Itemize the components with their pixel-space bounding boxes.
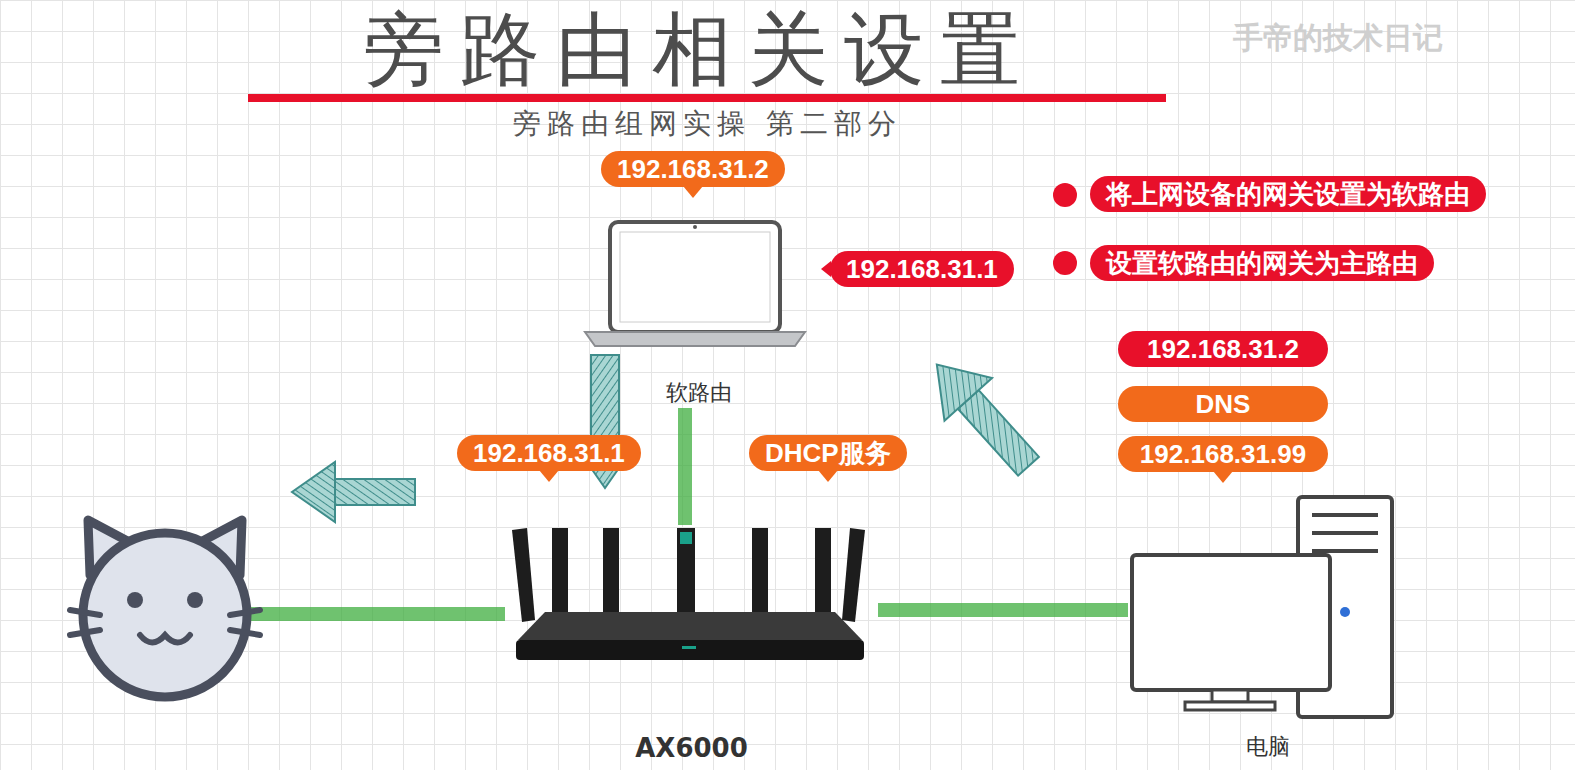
dns-tag: DNS [1118,386,1328,422]
cat-icon [70,520,260,697]
title: 旁路由相关设置 [364,2,1036,98]
network-wire [878,603,1128,617]
gateway-tag: 192.168.31.1 [830,251,1014,287]
service-tag: DHCP服务 [749,435,907,471]
watermark: 手帝的技术日记 [1233,18,1443,59]
tag-pointer [821,261,831,277]
computer: 电脑 [1128,490,1408,762]
step-note: 设置软路由的网关为主路由 [1090,245,1434,281]
flow-arrow [292,462,415,522]
node-label: AX6000 [505,731,878,765]
main-router: AX6000 [505,525,878,765]
network-wire [678,408,692,525]
ip-tag: 192.168.31.2 [601,151,785,187]
bullet-dot [1053,183,1077,207]
node-label: 电脑 [1128,732,1408,762]
tag-pointer [683,186,703,198]
ip-tag: 192.168.31.2 [1118,331,1328,367]
tag-pointer [1213,471,1233,483]
bullet-dot [1053,251,1077,275]
flow-arrow [913,343,1052,488]
computer-icon [1132,497,1392,717]
soft-router: 软路由 [585,218,813,408]
step-note: 将上网设备的网关设置为软路由 [1090,176,1486,212]
network-wire [250,607,505,621]
ip-tag: 192.168.31.99 [1118,436,1328,472]
tag-pointer [818,470,838,482]
node-label: 软路由 [585,378,813,408]
laptop-icon [585,222,805,346]
subtitle: 旁路由组网实操 第二部分 [513,105,902,143]
router-icon [512,528,865,660]
tag-pointer [539,470,559,482]
ip-tag: 192.168.31.1 [457,435,641,471]
